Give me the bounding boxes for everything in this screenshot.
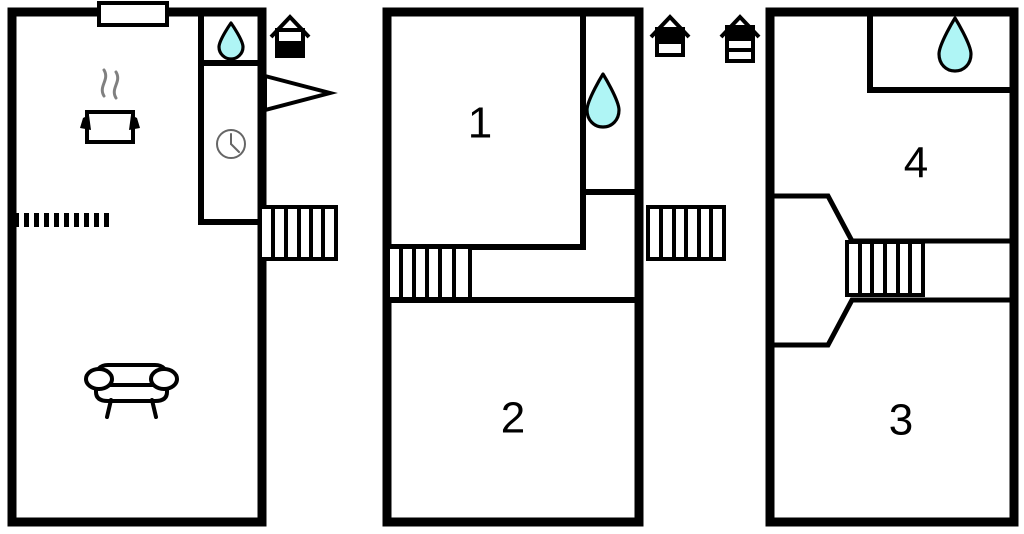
second-floor-outer-wall <box>765 7 1019 527</box>
sofa-icon <box>84 363 179 419</box>
stairs-icon <box>845 240 925 297</box>
stairwell-lower-edge <box>770 297 1014 348</box>
floor-ground-floor[interactable] <box>7 1 338 527</box>
ground-floor-outer-wall <box>7 7 267 527</box>
room-label-1: 1 <box>468 99 492 148</box>
room-label-2: 2 <box>501 394 525 443</box>
water-drop-icon <box>585 72 621 129</box>
floor-first-floor[interactable]: 1 2 <box>382 7 761 527</box>
window-icon <box>97 1 169 27</box>
second-floor-bathroom-wall <box>867 12 1014 93</box>
house-level-icon <box>269 14 311 58</box>
clock-icon <box>216 129 246 159</box>
water-drop-icon <box>217 21 245 61</box>
house-level-icon <box>649 14 691 57</box>
stairs-icon <box>646 205 726 261</box>
room-label-4: 4 <box>904 139 928 188</box>
water-drop-icon <box>937 16 973 73</box>
cooking-pot-icon <box>80 68 140 144</box>
house-level-icon <box>719 14 761 63</box>
room-label-3: 3 <box>889 396 913 445</box>
first-floor-outer-wall <box>382 7 644 527</box>
stairwell-upper-edge <box>770 193 1014 244</box>
stairs-icon <box>386 245 472 301</box>
terrace-hatch-icon <box>14 213 109 227</box>
stairs-icon <box>258 205 338 261</box>
ground-floor-partition-wall <box>198 12 262 225</box>
floor-second-floor[interactable]: 4 3 <box>765 7 1019 527</box>
north-arrow-icon <box>263 73 338 113</box>
